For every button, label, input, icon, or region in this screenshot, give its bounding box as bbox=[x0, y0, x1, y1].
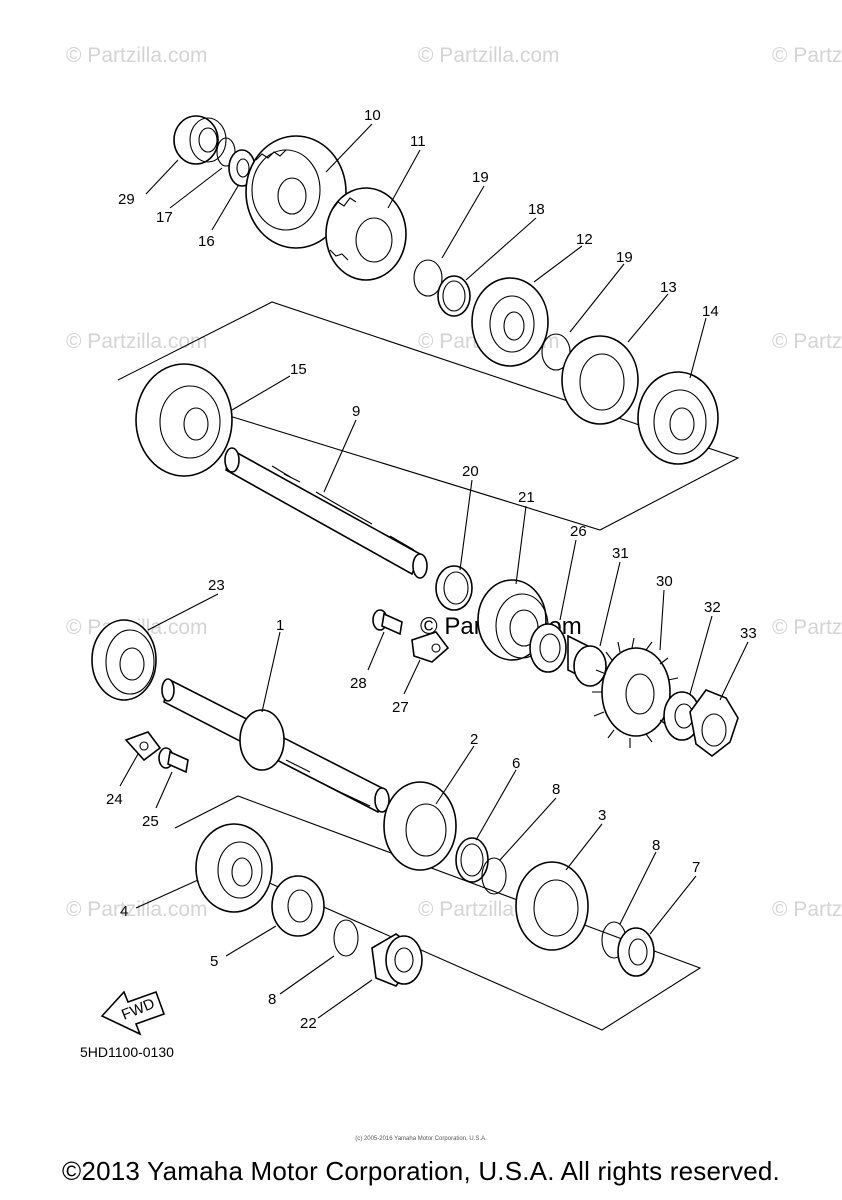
tiny-notice: (c) 2005-2016 Yamaha Motor Corporation, … bbox=[355, 1136, 487, 1142]
callout-22: 22 bbox=[300, 1015, 317, 1032]
callout-16: 16 bbox=[198, 233, 215, 250]
part-19-circlip-a bbox=[413, 259, 443, 297]
callout-1: 1 bbox=[276, 617, 284, 634]
callout-17: 17 bbox=[156, 209, 173, 226]
part-20-washer bbox=[435, 565, 473, 611]
part-8-circlip-c bbox=[333, 919, 359, 957]
callout-5: 5 bbox=[210, 953, 218, 970]
callout-14: 14 bbox=[702, 303, 719, 320]
part-26-collar bbox=[529, 623, 567, 673]
callout-31: 31 bbox=[612, 545, 629, 562]
part-28-screw bbox=[372, 609, 403, 636]
callout-19a: 19 bbox=[472, 169, 489, 186]
svg-text:© Partzilla.com: © Partzilla.com bbox=[66, 898, 208, 921]
part-11-gear bbox=[325, 187, 407, 281]
upper-assembly-frame bbox=[117, 301, 740, 531]
part-4-gear bbox=[195, 823, 273, 913]
watermarks: © Partzilla.com © Partzilla.com © Partzi… bbox=[66, 44, 842, 921]
callout-21: 21 bbox=[518, 489, 535, 506]
callout-13: 13 bbox=[660, 279, 677, 296]
part-30-sprocket bbox=[592, 637, 679, 748]
part-13-gear bbox=[561, 335, 639, 425]
callout-23: 23 bbox=[208, 577, 225, 594]
svg-text:© Partzilla.com: © Partzilla.com bbox=[772, 330, 842, 353]
callout-27: 27 bbox=[392, 699, 409, 716]
callout-8b: 8 bbox=[652, 837, 660, 854]
callout-18: 18 bbox=[528, 201, 545, 218]
part-15-gear bbox=[135, 363, 233, 477]
callout-2: 2 bbox=[470, 731, 478, 748]
callout-15: 15 bbox=[290, 361, 307, 378]
callout-12: 12 bbox=[576, 231, 593, 248]
part-22-bearing bbox=[371, 933, 423, 987]
part-33-nut bbox=[689, 689, 739, 758]
svg-text:© Partzilla.com: © Partzilla.com bbox=[66, 44, 208, 67]
callout-20: 20 bbox=[462, 463, 479, 480]
part-24-plate bbox=[124, 731, 162, 762]
callout-19b: 19 bbox=[616, 249, 633, 266]
svg-text:© Partzilla.com: © Partzilla.com bbox=[772, 898, 842, 921]
svg-text:© Partzilla.com: © Partzilla.com bbox=[772, 616, 842, 639]
svg-text:© Partzilla.com: © Partzilla.com bbox=[772, 44, 842, 67]
callout-8c: 8 bbox=[268, 991, 276, 1008]
lower-assembly-frame bbox=[174, 795, 702, 1031]
svg-text:© Partzilla.com: © Partzilla.com bbox=[418, 44, 560, 67]
callout-28: 28 bbox=[350, 675, 367, 692]
part-27-plate bbox=[411, 631, 450, 663]
callout-32: 32 bbox=[704, 599, 721, 616]
part-9-main-axle bbox=[224, 447, 428, 579]
part-14-gear bbox=[637, 371, 719, 465]
callout-25: 25 bbox=[142, 813, 159, 830]
callout-7: 7 bbox=[692, 859, 700, 876]
part-3-gear bbox=[515, 861, 589, 951]
callout-33: 33 bbox=[740, 625, 757, 642]
callout-9: 9 bbox=[352, 403, 360, 420]
callout-30: 30 bbox=[656, 573, 673, 590]
part-5-gear bbox=[271, 875, 325, 937]
fwd-arrow-icon: FWD bbox=[100, 990, 166, 1036]
part-29-bearing bbox=[173, 115, 227, 165]
part-25-screw bbox=[158, 747, 189, 774]
part-23-bearing bbox=[91, 619, 157, 701]
callout-11: 11 bbox=[410, 133, 426, 150]
leader-lines bbox=[119, 123, 749, 1019]
svg-text:© Partzilla.com: © Partzilla.com bbox=[66, 330, 208, 353]
diagram-code: 5HD1100-0130 bbox=[80, 1044, 174, 1060]
callout-6: 6 bbox=[512, 755, 520, 772]
part-7-washer bbox=[617, 927, 655, 977]
callout-3: 3 bbox=[598, 807, 606, 824]
part-31-collar bbox=[567, 634, 607, 687]
callout-26: 26 bbox=[570, 523, 587, 540]
callout-10: 10 bbox=[364, 107, 381, 124]
part-6-washer bbox=[455, 837, 489, 883]
callout-24: 24 bbox=[106, 791, 123, 808]
copyright-footer: ©2013 Yamaha Motor Corporation, U.S.A. A… bbox=[62, 1156, 780, 1186]
part-10-gear bbox=[245, 135, 347, 249]
callout-8a: 8 bbox=[552, 781, 560, 798]
callout-29: 29 bbox=[118, 191, 135, 208]
part-2-gear bbox=[383, 781, 457, 871]
callout-4: 4 bbox=[120, 903, 128, 920]
part-8-circlip-a bbox=[481, 857, 507, 895]
part-1-main-shaft bbox=[161, 678, 390, 814]
part-18-washer bbox=[437, 275, 471, 317]
part-12-gear bbox=[471, 277, 549, 367]
callout-numbers: 10 11 19 18 12 19 13 14 29 17 16 15 9 20… bbox=[106, 107, 757, 1032]
